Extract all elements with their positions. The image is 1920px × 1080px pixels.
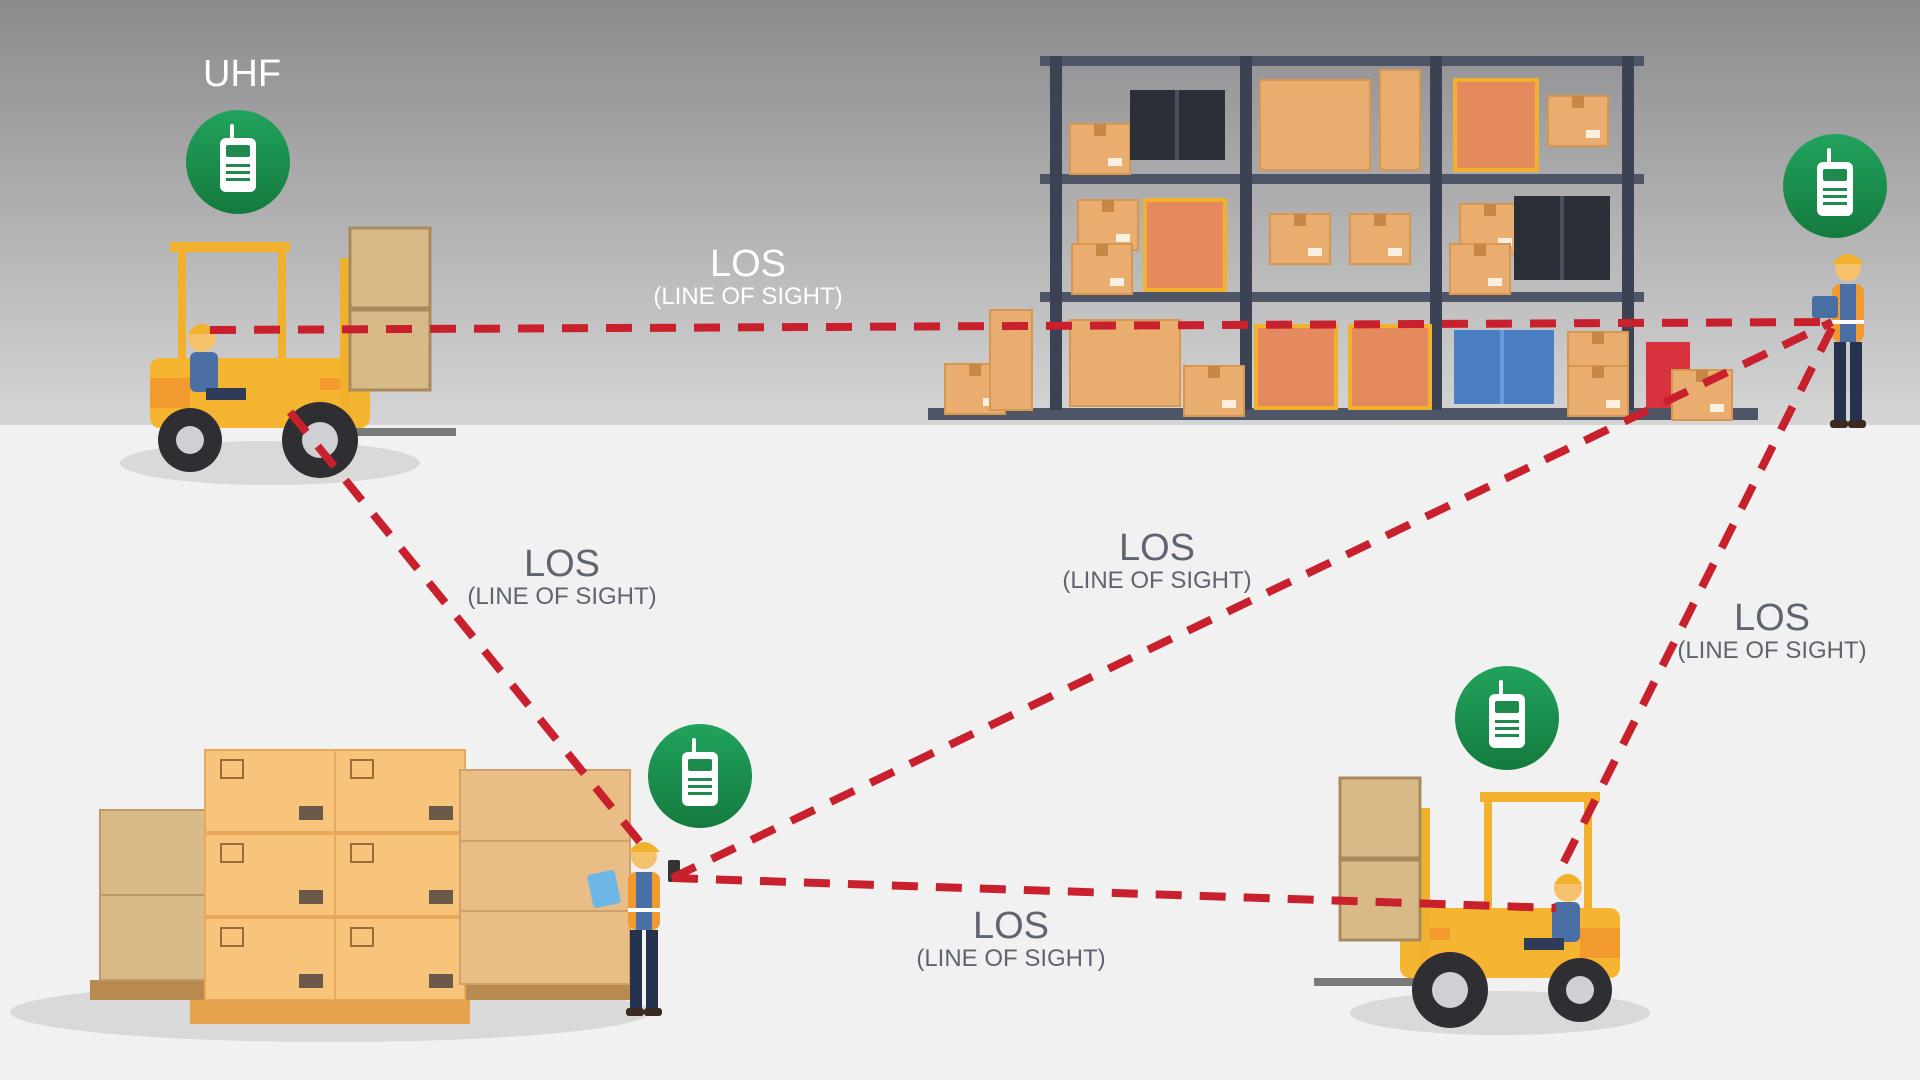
los-line-1 xyxy=(209,318,1833,334)
svg-text:(LINE OF SIGHT): (LINE OF SIGHT) xyxy=(1677,637,1866,664)
svg-text:LOS: LOS xyxy=(1734,597,1810,639)
walkie-talkie-icon xyxy=(1455,666,1559,770)
los-label-4: LOS (LINE OF SIGHT) xyxy=(1677,597,1866,664)
svg-text:(LINE OF SIGHT): (LINE OF SIGHT) xyxy=(916,945,1105,972)
walkie-talkie-icon xyxy=(1783,134,1887,238)
los-label-1: LOS (LINE OF SIGHT) xyxy=(653,243,842,310)
pallet-of-boxes xyxy=(10,749,650,1042)
walkie-talkie-icon xyxy=(648,724,752,828)
los-label-3: LOS (LINE OF SIGHT) xyxy=(1062,527,1251,594)
svg-text:LOS: LOS xyxy=(1119,527,1195,569)
los-line-2 xyxy=(286,409,652,855)
svg-text:LOS: LOS xyxy=(524,543,600,585)
walkie-talkie-icon xyxy=(186,110,290,214)
los-lines xyxy=(209,318,1836,912)
svg-text:LOS: LOS xyxy=(710,243,786,285)
warehouse-shelf xyxy=(928,56,1758,421)
los-label-2: LOS (LINE OF SIGHT) xyxy=(467,543,656,610)
uhf-title: UHF xyxy=(203,53,281,95)
los-line-4 xyxy=(1552,326,1836,880)
los-line-5 xyxy=(671,874,1557,912)
los-line-3 xyxy=(670,318,1834,882)
svg-text:LOS: LOS xyxy=(973,905,1049,947)
worker-top-right xyxy=(1812,254,1866,428)
svg-text:(LINE OF SIGHT): (LINE OF SIGHT) xyxy=(467,583,656,610)
los-label-5: LOS (LINE OF SIGHT) xyxy=(916,905,1105,972)
svg-text:(LINE OF SIGHT): (LINE OF SIGHT) xyxy=(653,283,842,310)
svg-text:(LINE OF SIGHT): (LINE OF SIGHT) xyxy=(1062,567,1251,594)
